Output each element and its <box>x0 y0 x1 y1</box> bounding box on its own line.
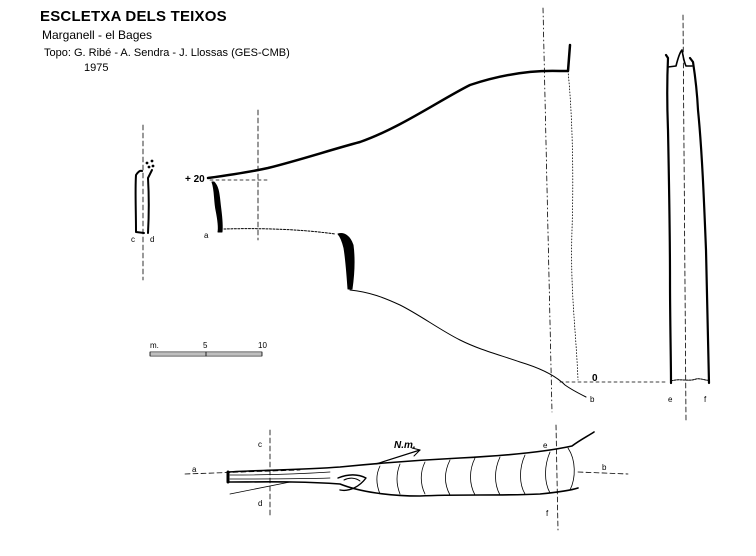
section-label-f-plan: f <box>546 509 549 518</box>
section-c-d-right-wall <box>147 169 153 234</box>
plan-cut-line-a-b-left <box>184 469 301 475</box>
section-label-e-tall: e <box>668 395 673 404</box>
plan-view <box>184 424 629 531</box>
survey-year: 1975 <box>84 62 109 74</box>
section-label-a-profile: a <box>204 231 209 240</box>
plan-section-d-marker <box>229 481 291 495</box>
section-label-c-plan: c <box>258 440 262 449</box>
section-e-f-right-wall <box>688 56 711 385</box>
scale-tick-mid: 5 <box>203 341 208 350</box>
upper-floor-line <box>223 228 336 235</box>
lower-rock-wall <box>337 233 355 290</box>
cave-title: ESCLETXA DELS TEIXOS <box>40 8 227 25</box>
north-label: N.m. <box>394 440 416 451</box>
plan-cut-line-a-b-right <box>577 471 629 475</box>
section-e-f-left-wall <box>664 53 673 385</box>
section-label-f-tall: f <box>704 395 707 404</box>
plan-lower-wall <box>227 481 579 497</box>
scale-bar <box>149 351 263 357</box>
cut-line-e-f <box>542 7 553 413</box>
section-label-c-small: c <box>131 235 135 244</box>
cave-ceiling-line <box>206 43 572 180</box>
section-label-b-profile: b <box>590 395 595 404</box>
section-label-e-plan: e <box>543 441 548 450</box>
cross-section-e-f <box>664 14 711 421</box>
plan-cut-line-e-f <box>555 424 559 531</box>
lower-slope-floor <box>349 289 587 398</box>
plan-upper-wall <box>227 431 595 473</box>
scale-unit: m. <box>150 341 159 350</box>
section-label-a-plan: a <box>192 465 197 474</box>
section-e-f-top-opening <box>667 49 693 68</box>
survey-credits: Topo: G. Ribé - A. Sendra - J. Llossas (… <box>44 47 290 59</box>
section-label-d-plan: d <box>258 499 262 508</box>
section-e-f-axis <box>682 14 687 421</box>
section-c-d-left-wall <box>134 169 145 234</box>
elevation-label-top: + 20 <box>185 174 205 185</box>
north-arrow-head <box>411 447 421 457</box>
location-subtitle: Marganell - el Bages <box>42 28 153 42</box>
scale-tick-end: 10 <box>258 341 267 350</box>
elevation-label-bottom: 0 <box>592 373 598 384</box>
section-label-d-small: d <box>150 235 154 244</box>
section-e-f-floor <box>670 378 710 382</box>
shaft-wall-line <box>567 70 579 381</box>
section-label-b-plan: b <box>602 463 607 472</box>
upper-rock-wall <box>211 181 223 233</box>
north-arrow-line <box>375 449 421 465</box>
cross-section-c-d <box>134 124 155 281</box>
profile-section-a-b <box>206 43 587 398</box>
